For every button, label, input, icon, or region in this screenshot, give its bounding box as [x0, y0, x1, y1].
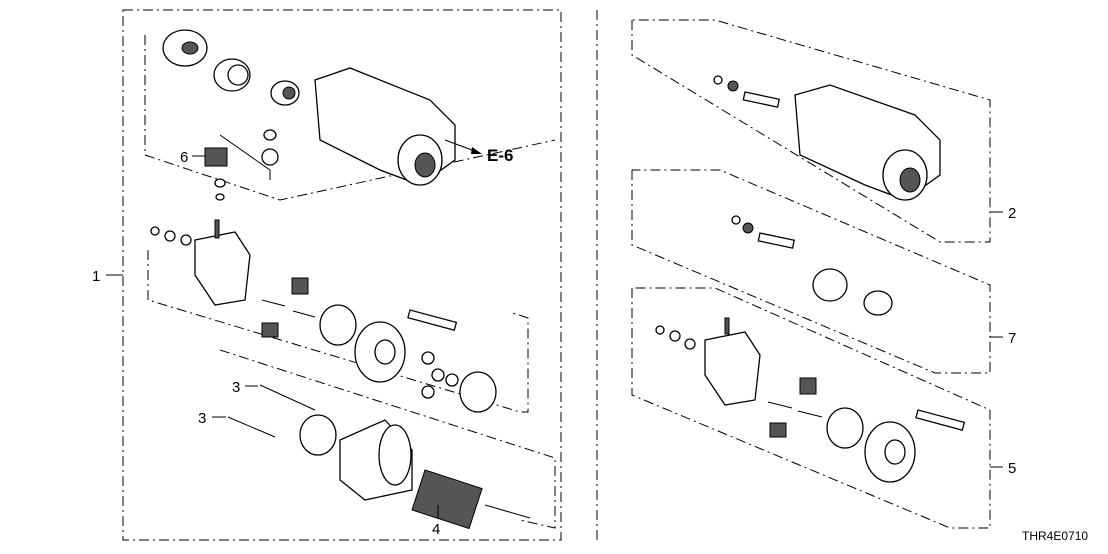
- brush-holder-boundary: [147, 250, 529, 413]
- nut-part: [150, 226, 160, 236]
- callout-7: 7: [1008, 330, 1016, 347]
- assembly-7-boundary: [631, 169, 991, 374]
- spring-part: [767, 401, 793, 409]
- washer-part: [164, 230, 176, 242]
- through-bolt-part: [915, 409, 966, 431]
- assembly-1-boundary: [122, 9, 562, 541]
- brush-spring-part: [261, 322, 279, 338]
- nut-part: [180, 234, 192, 246]
- diagram-code: THR4E0710: [1022, 529, 1088, 543]
- nut-part: [731, 215, 741, 225]
- bearing-part: [421, 385, 435, 399]
- brush-plate-part: [319, 304, 357, 346]
- callout-1: 1: [92, 268, 100, 285]
- rear-cover-part: [299, 414, 337, 456]
- stud-bolt-part: [757, 232, 796, 249]
- callout-3a: 3: [232, 379, 240, 396]
- solenoid-part: [704, 317, 761, 406]
- nut-part: [263, 129, 277, 141]
- brush-holder-part: [864, 421, 916, 483]
- armature-part: [411, 469, 531, 530]
- washer-part: [214, 178, 226, 188]
- callout-4: 4: [432, 521, 440, 538]
- spring-part: [727, 80, 739, 92]
- bearing-part: [445, 373, 459, 387]
- callout-5: 5: [1008, 460, 1016, 477]
- reference-e6: E-6: [487, 146, 513, 165]
- nut-part: [684, 338, 696, 350]
- callout-3b: 3: [198, 410, 206, 427]
- brush-plate-part: [826, 407, 864, 449]
- bracket-ring-part: [812, 268, 848, 302]
- bushing-part: [270, 80, 300, 106]
- o-ring-part: [215, 193, 225, 201]
- through-bolt-part: [259, 384, 316, 411]
- brush-spring-part: [799, 377, 817, 395]
- callout-6-bracket: [219, 134, 271, 180]
- spring-part: [292, 310, 316, 318]
- assembly-2-boundary: [631, 19, 991, 243]
- through-bolt-part: [227, 416, 276, 438]
- starter-housing-part: [314, 67, 456, 186]
- bearing-part: [421, 351, 435, 365]
- bushing-part: [863, 290, 893, 316]
- end-plate-part: [459, 371, 497, 413]
- through-bolt-part: [407, 309, 458, 331]
- callout-6: 6: [180, 149, 188, 166]
- spring-part: [261, 299, 286, 307]
- starter-housing-part: [794, 84, 941, 201]
- bearing-part: [431, 368, 445, 382]
- solenoid-part: [194, 219, 251, 306]
- brush-holder-part: [354, 321, 406, 383]
- spring-part: [797, 410, 823, 418]
- callout-2: 2: [1008, 205, 1016, 222]
- nut-part: [655, 325, 665, 335]
- washer-part: [669, 330, 681, 342]
- arrow-head: [471, 147, 482, 154]
- boot-part: [261, 148, 279, 166]
- yoke-part: [339, 419, 413, 501]
- nut-part: [713, 75, 723, 85]
- spring-part: [742, 222, 754, 234]
- end-cover-part: [162, 29, 208, 67]
- solenoid-cover-part: [204, 147, 228, 167]
- stud-bolt-part: [742, 91, 781, 108]
- armature-boundary: [219, 349, 556, 529]
- brush-spring-part: [769, 422, 787, 438]
- bracket-ring-part: [213, 58, 251, 92]
- assembly-5-boundary: [631, 287, 991, 529]
- brush-spring-part: [291, 277, 309, 295]
